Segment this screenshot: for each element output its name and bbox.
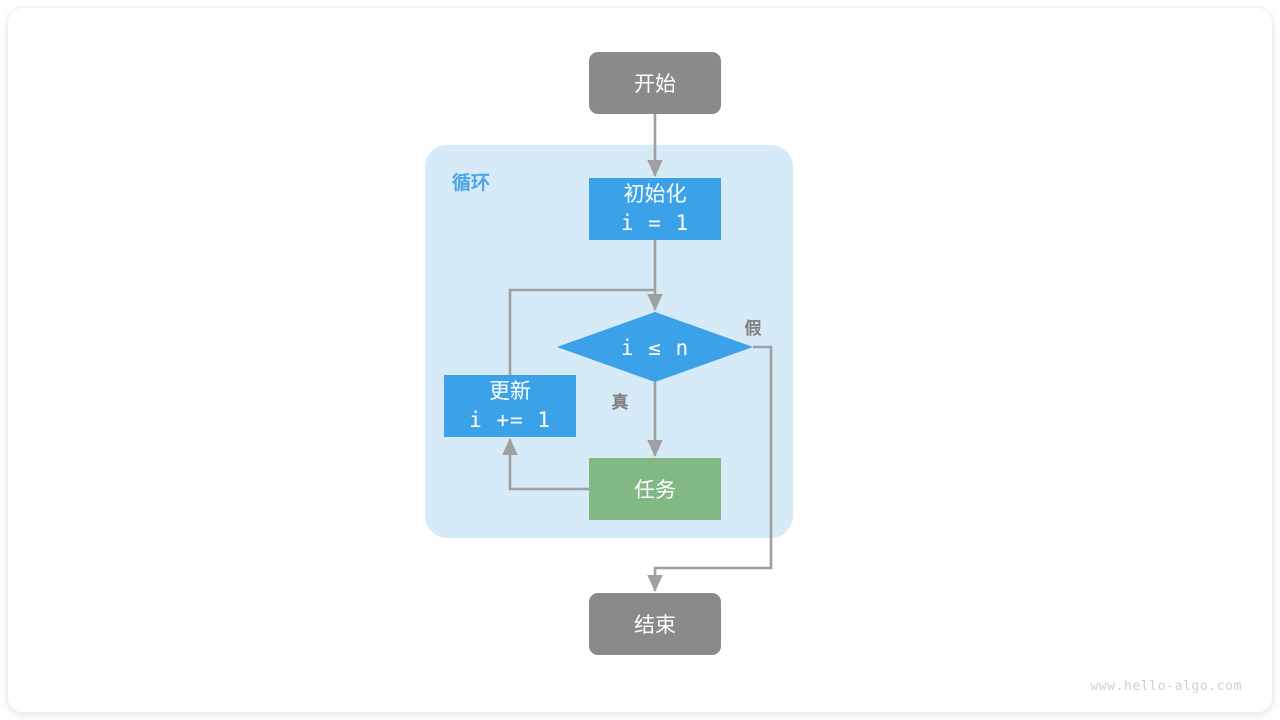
node-end[interactable]: 结束 bbox=[589, 593, 721, 655]
node-init-shape[interactable] bbox=[589, 178, 721, 240]
edge-update-to-cond bbox=[508, 288, 655, 375]
node-condition-shape[interactable] bbox=[557, 312, 753, 382]
node-start-shape[interactable] bbox=[589, 52, 721, 114]
node-end-shape[interactable] bbox=[589, 593, 721, 655]
edge-cond-false-to-end bbox=[647, 345, 773, 593]
node-task[interactable]: 任务 bbox=[589, 458, 721, 520]
node-start-label: 开始 bbox=[634, 73, 676, 96]
node-condition-label: i ≤ n bbox=[621, 336, 689, 360]
node-init[interactable]: 初始化 i = 1 bbox=[589, 178, 721, 240]
edge-labels-layer: 真 假 bbox=[612, 318, 762, 412]
node-start[interactable]: 开始 bbox=[589, 52, 721, 114]
edge-task-to-update bbox=[502, 437, 589, 491]
edge-label-true: 真 bbox=[612, 392, 629, 412]
node-update-title: 更新 bbox=[489, 380, 531, 403]
edge-label-false: 假 bbox=[745, 318, 762, 338]
node-task-shape[interactable] bbox=[589, 458, 721, 520]
edges-layer bbox=[502, 114, 773, 593]
node-task-label: 任务 bbox=[634, 479, 676, 502]
node-update-expression: i += 1 bbox=[469, 408, 551, 432]
watermark-text: www.hello-algo.com bbox=[1090, 679, 1242, 694]
group-loop-label: 循环 bbox=[452, 171, 490, 194]
node-update-shape[interactable] bbox=[444, 375, 576, 437]
node-update[interactable]: 更新 i += 1 bbox=[444, 375, 576, 437]
node-end-label: 结束 bbox=[634, 614, 676, 637]
node-condition[interactable]: i ≤ n bbox=[557, 312, 753, 382]
node-init-title: 初始化 bbox=[624, 183, 687, 206]
node-init-expression: i = 1 bbox=[621, 211, 689, 235]
